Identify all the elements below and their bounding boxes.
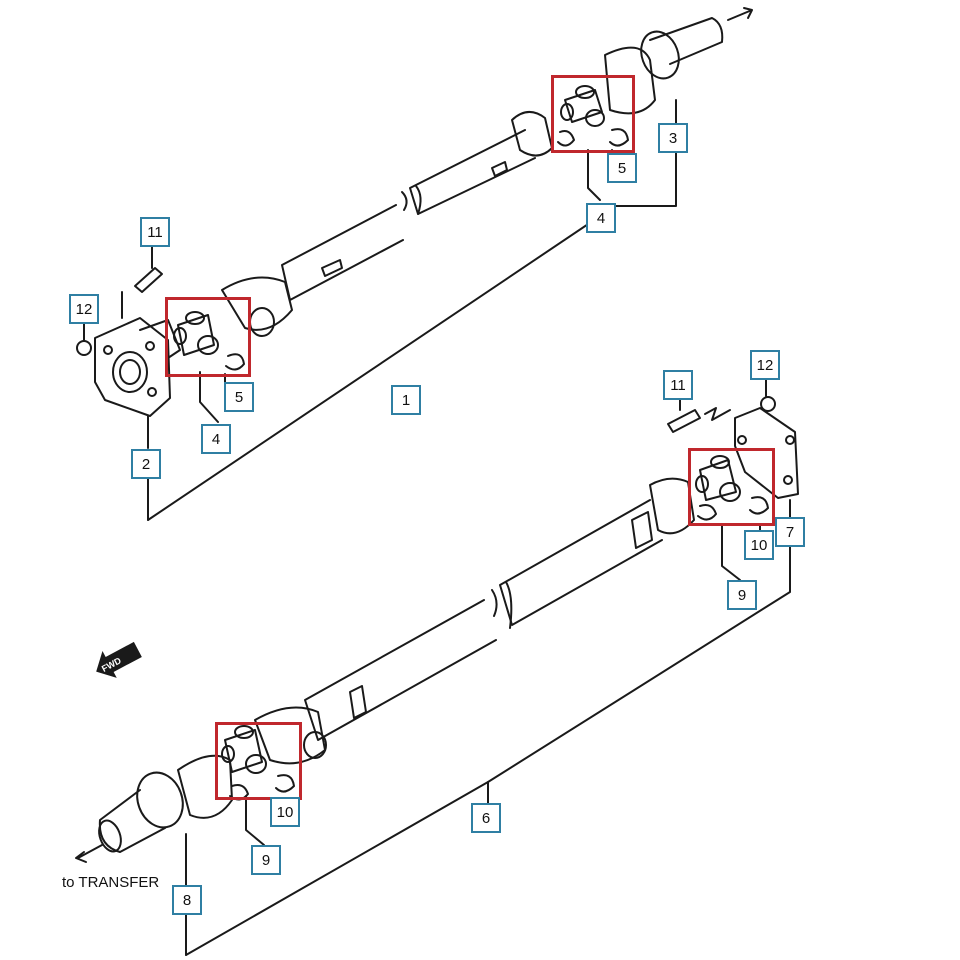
callout-4-lower: 4 <box>201 424 231 454</box>
rear-splined-shaft <box>98 789 166 853</box>
front-flange-bore <box>112 351 148 393</box>
rear-rear-snap-ring-b <box>749 496 769 515</box>
callout-1: 1 <box>391 385 421 415</box>
rear-nut <box>760 396 776 412</box>
rear-front-snap-ring-b <box>275 774 295 793</box>
front-rear-yoke <box>604 46 656 115</box>
front-rear-spider <box>560 85 605 127</box>
rear-shaft-slot-lower <box>349 685 367 719</box>
rear-flange-hole-c <box>785 435 795 445</box>
callout-10-right: 10 <box>744 530 774 560</box>
callout-8: 8 <box>172 885 202 915</box>
front-flange-bore-inner <box>119 359 141 385</box>
front-shaft-tube-lower <box>281 204 404 301</box>
rear-front-spider <box>221 725 267 774</box>
front-shaft-break-upper <box>401 185 422 215</box>
leader-9-left <box>245 795 265 846</box>
front-flange-hole-b <box>147 387 157 397</box>
rear-rear-spider <box>695 455 741 502</box>
callout-3: 3 <box>658 123 688 153</box>
callout-9-right: 9 <box>727 580 757 610</box>
front-flange-hole-c <box>145 341 155 351</box>
highlight-front-rear-joint <box>551 75 635 153</box>
callout-6: 6 <box>471 803 501 833</box>
callout-11-upper: 11 <box>140 217 170 247</box>
callout-5-lower: 5 <box>224 382 254 412</box>
rear-flange-hole-a <box>737 435 747 445</box>
front-output-tube <box>649 17 724 65</box>
front-front-spider <box>173 311 219 356</box>
front-shaft-slot-upper <box>491 161 508 177</box>
rear-yoke-ear <box>303 731 327 759</box>
fwd-badge: FWD <box>96 641 142 678</box>
callout-4-upper: 4 <box>586 203 616 233</box>
rear-shaft-slot-upper <box>631 511 653 549</box>
callout-2: 2 <box>131 449 161 479</box>
highlight-rear-front-joint <box>215 722 302 800</box>
leader-9-right <box>721 523 741 581</box>
rear-rear-yoke <box>649 477 695 535</box>
highlight-rear-rear-joint <box>688 448 775 526</box>
front-flange-hole-a <box>103 345 113 355</box>
front-nut <box>76 340 92 356</box>
front-front-snap-ring <box>225 353 245 371</box>
rear-slip-collar <box>136 771 184 829</box>
rear-flange-hole-b <box>783 475 793 485</box>
leader-4-upper <box>587 149 601 201</box>
leader-4-lower <box>199 371 219 423</box>
rear-rear-snap-ring-a <box>697 504 717 521</box>
leader-6 <box>185 781 489 956</box>
rear-bolt-leader <box>704 407 731 421</box>
rear-front-yoke <box>254 706 326 765</box>
to-transfer-arrow <box>75 844 103 863</box>
to-transfer-label: to TRANSFER <box>62 874 160 891</box>
leader-1 <box>147 205 616 521</box>
rear-shaft-break-upper <box>491 581 513 629</box>
forward-arrow-top <box>727 7 753 21</box>
rear-shaft-tube-upper <box>499 499 663 626</box>
callout-7: 7 <box>775 517 805 547</box>
callout-10-left: 10 <box>270 797 300 827</box>
rear-slip-yoke <box>177 754 233 819</box>
callout-12-upper: 12 <box>69 294 99 324</box>
front-output-collar <box>640 30 680 80</box>
highlight-front-front-joint <box>165 297 251 377</box>
front-front-yoke <box>221 276 293 331</box>
front-flange <box>94 317 171 417</box>
front-rear-snap-ring-a <box>557 130 575 147</box>
front-rear-snap-ring-b <box>609 128 629 147</box>
front-yoke-ear <box>249 307 275 337</box>
callout-5-upper: 5 <box>607 153 637 183</box>
callout-11-lower: 11 <box>663 370 693 400</box>
rear-shaft-tube-lower <box>304 599 497 741</box>
front-bolt <box>134 267 163 293</box>
callout-9-left: 9 <box>251 845 281 875</box>
rear-splined-end <box>98 819 122 853</box>
front-shaft-slot <box>321 259 343 277</box>
front-shaft-tube-upper <box>409 129 536 215</box>
rear-bolt <box>667 409 701 433</box>
callout-12-lower: 12 <box>750 350 780 380</box>
